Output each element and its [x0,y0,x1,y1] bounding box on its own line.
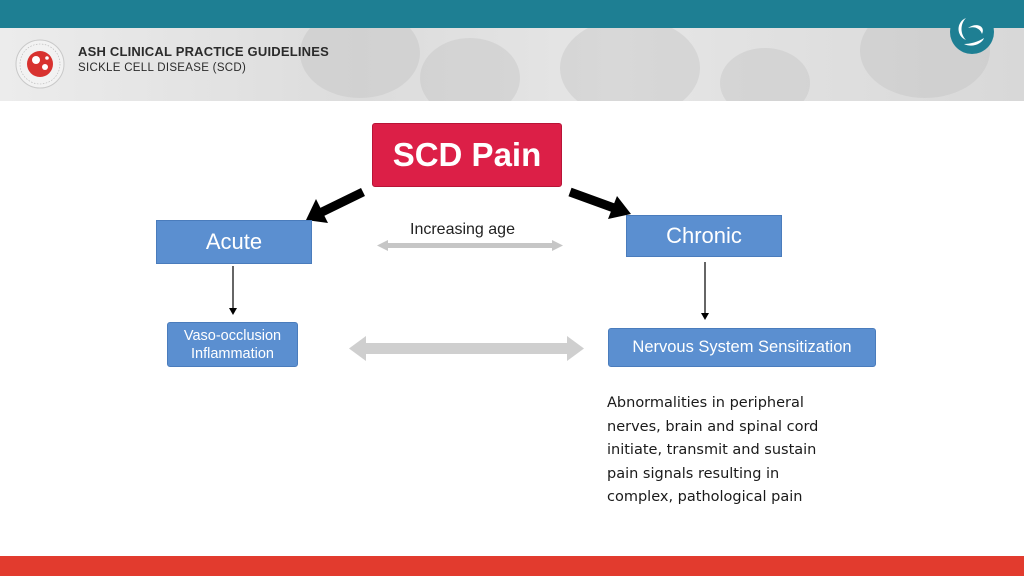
arrow-chronic-to-child [701,262,709,320]
arrow-acute-to-child [229,266,237,315]
top-bar [0,0,1024,28]
description-text: Abnormalities in peripheral nerves, brai… [607,395,819,505]
vaso-occlusion-box: Vaso-occlusion Inflammation [167,322,298,367]
increasing-age-label: Increasing age [410,221,515,238]
bottom-bar [0,556,1024,576]
guideline-subtitle: SICKLE CELL DISEASE (SCD) [78,62,247,74]
scd-pain-box: SCD Pain [372,123,562,187]
guideline-title: ASH CLINICAL PRACTICE GUIDELINES [78,44,330,59]
header-banner [0,28,1024,101]
acute-box: Acute [156,220,312,264]
chronic-box: Chronic [626,215,782,257]
brand-mark-icon [950,10,994,54]
arrow-root-to-acute [306,187,365,223]
society-logo-icon [15,39,65,89]
nervous-system-box: Nervous System Sensitization [608,328,876,367]
double-arrow-mechanisms [349,336,584,361]
double-arrow-age [377,240,563,251]
arrow-root-to-chronic [568,187,631,219]
